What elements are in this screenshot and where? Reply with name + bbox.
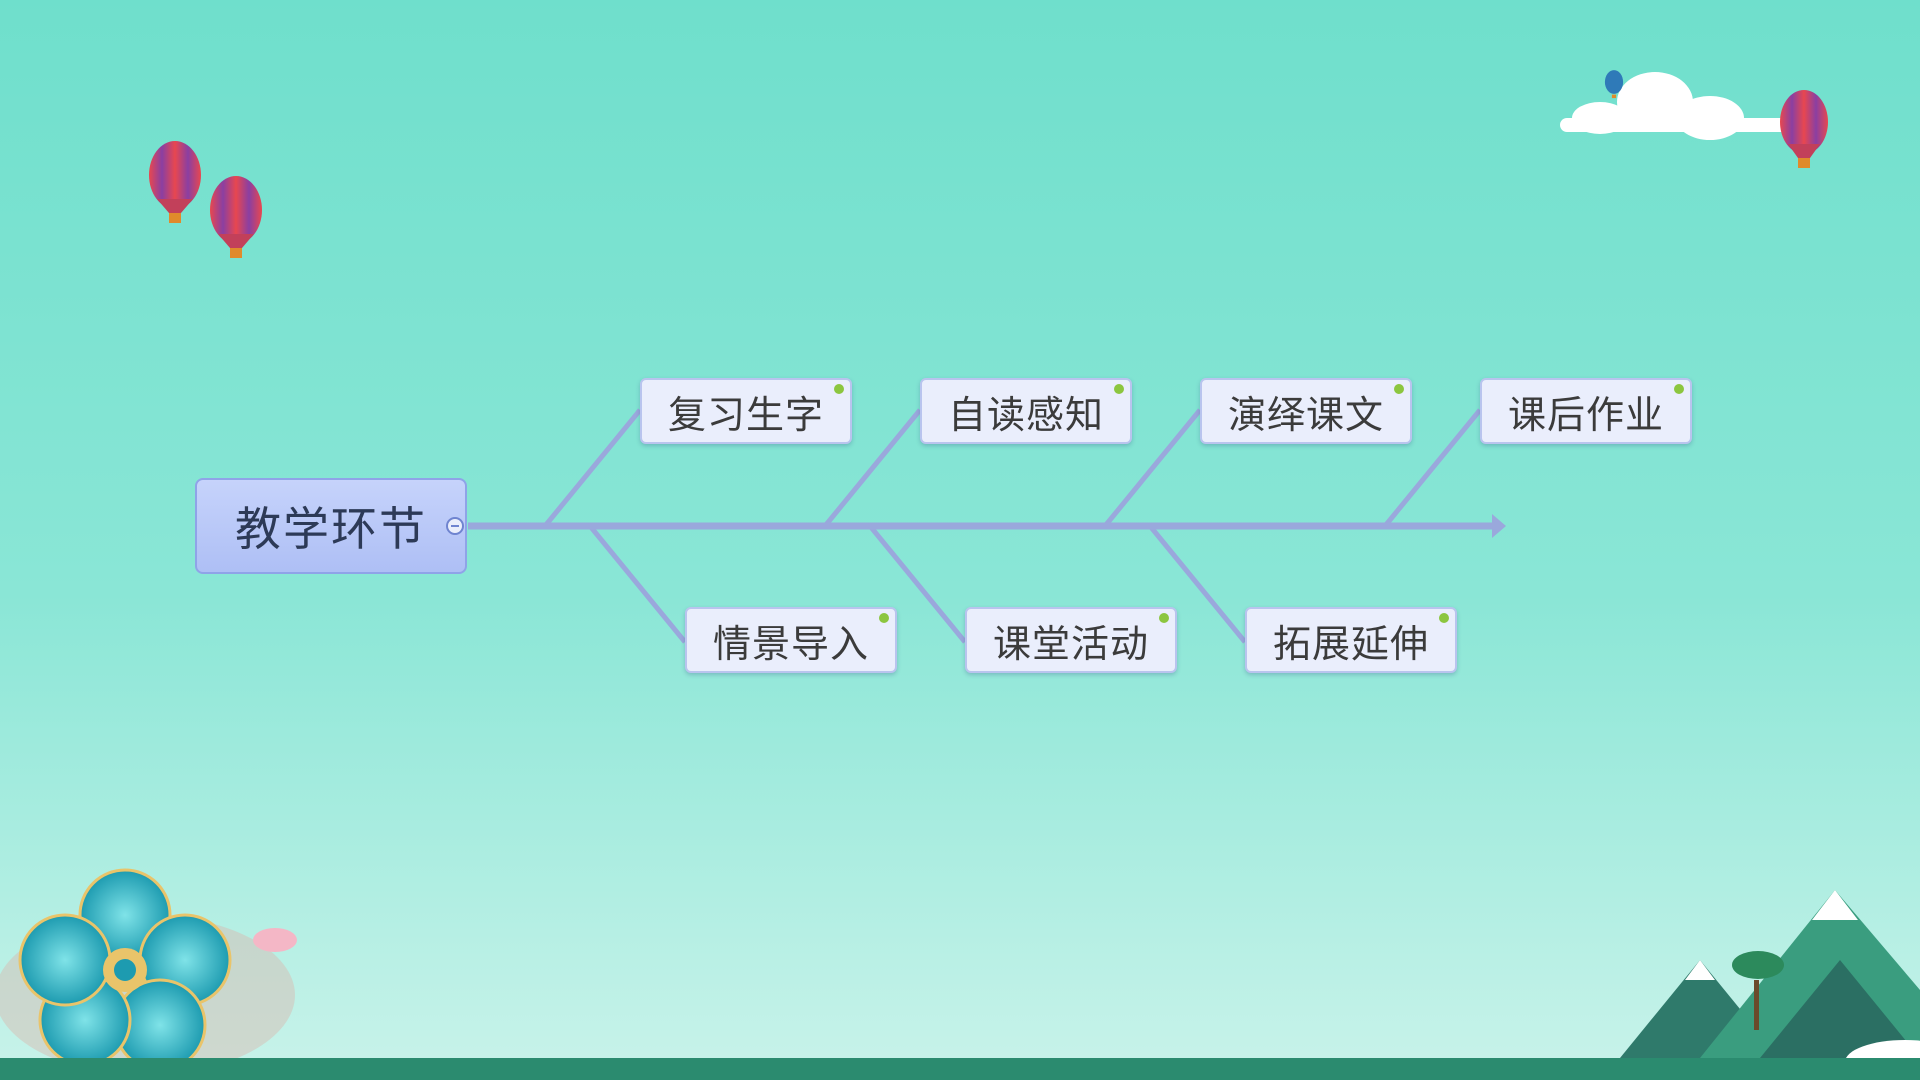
bottom-branch-connector — [868, 524, 967, 644]
status-dot-icon — [1439, 613, 1449, 623]
branch-node-label: 课堂活动 — [992, 621, 1149, 666]
status-dot-icon — [1159, 613, 1169, 623]
branch-node-label: 课后作业 — [1507, 392, 1664, 437]
branch-node-label: 拓展延伸 — [1272, 621, 1429, 666]
cloud-icon — [1560, 72, 1790, 140]
status-dot-icon — [1114, 384, 1124, 394]
hot-air-balloon-icon — [1780, 90, 1828, 168]
status-dot-icon — [1674, 384, 1684, 394]
branch-node-top[interactable]: 演绎课文 — [1200, 378, 1412, 444]
branch-node-label: 演绎课文 — [1227, 392, 1384, 437]
branch-node-bottom[interactable]: 情景导入 — [685, 607, 897, 673]
top-branch-connector — [823, 408, 922, 528]
hot-air-balloon-icon — [149, 141, 201, 223]
top-branch-connector — [1103, 408, 1202, 528]
status-dot-icon — [834, 384, 844, 394]
branch-node-bottom[interactable]: 拓展延伸 — [1245, 607, 1457, 673]
branch-node-label: 复习生字 — [667, 392, 824, 437]
branch-node-top[interactable]: 课后作业 — [1480, 378, 1692, 444]
hot-air-balloon-icon — [1604, 70, 1624, 99]
mountain-icon — [1620, 890, 1920, 1080]
branch-node-bottom[interactable]: 课堂活动 — [965, 607, 1177, 673]
ground-strip — [0, 1058, 1920, 1080]
hot-air-balloon-icon — [210, 176, 262, 258]
bottom-branch-connector — [588, 524, 687, 644]
spine-arrowhead — [1492, 514, 1506, 538]
root-node[interactable]: 教学环节 — [195, 478, 467, 574]
root-node-label: 教学环节 — [235, 502, 427, 556]
status-dot-icon — [1394, 384, 1404, 394]
branch-node-label: 自读感知 — [947, 392, 1104, 437]
top-branch-connector — [543, 408, 642, 528]
status-dot-icon — [879, 613, 889, 623]
branch-node-label: 情景导入 — [712, 621, 869, 666]
bottom-branch-connector — [1148, 524, 1247, 644]
top-branch-connector — [1383, 408, 1482, 528]
branch-node-top[interactable]: 复习生字 — [640, 378, 852, 444]
flower-ornament-icon — [0, 868, 297, 1075]
branch-node-top[interactable]: 自读感知 — [920, 378, 1132, 444]
collapse-icon[interactable] — [446, 517, 464, 535]
